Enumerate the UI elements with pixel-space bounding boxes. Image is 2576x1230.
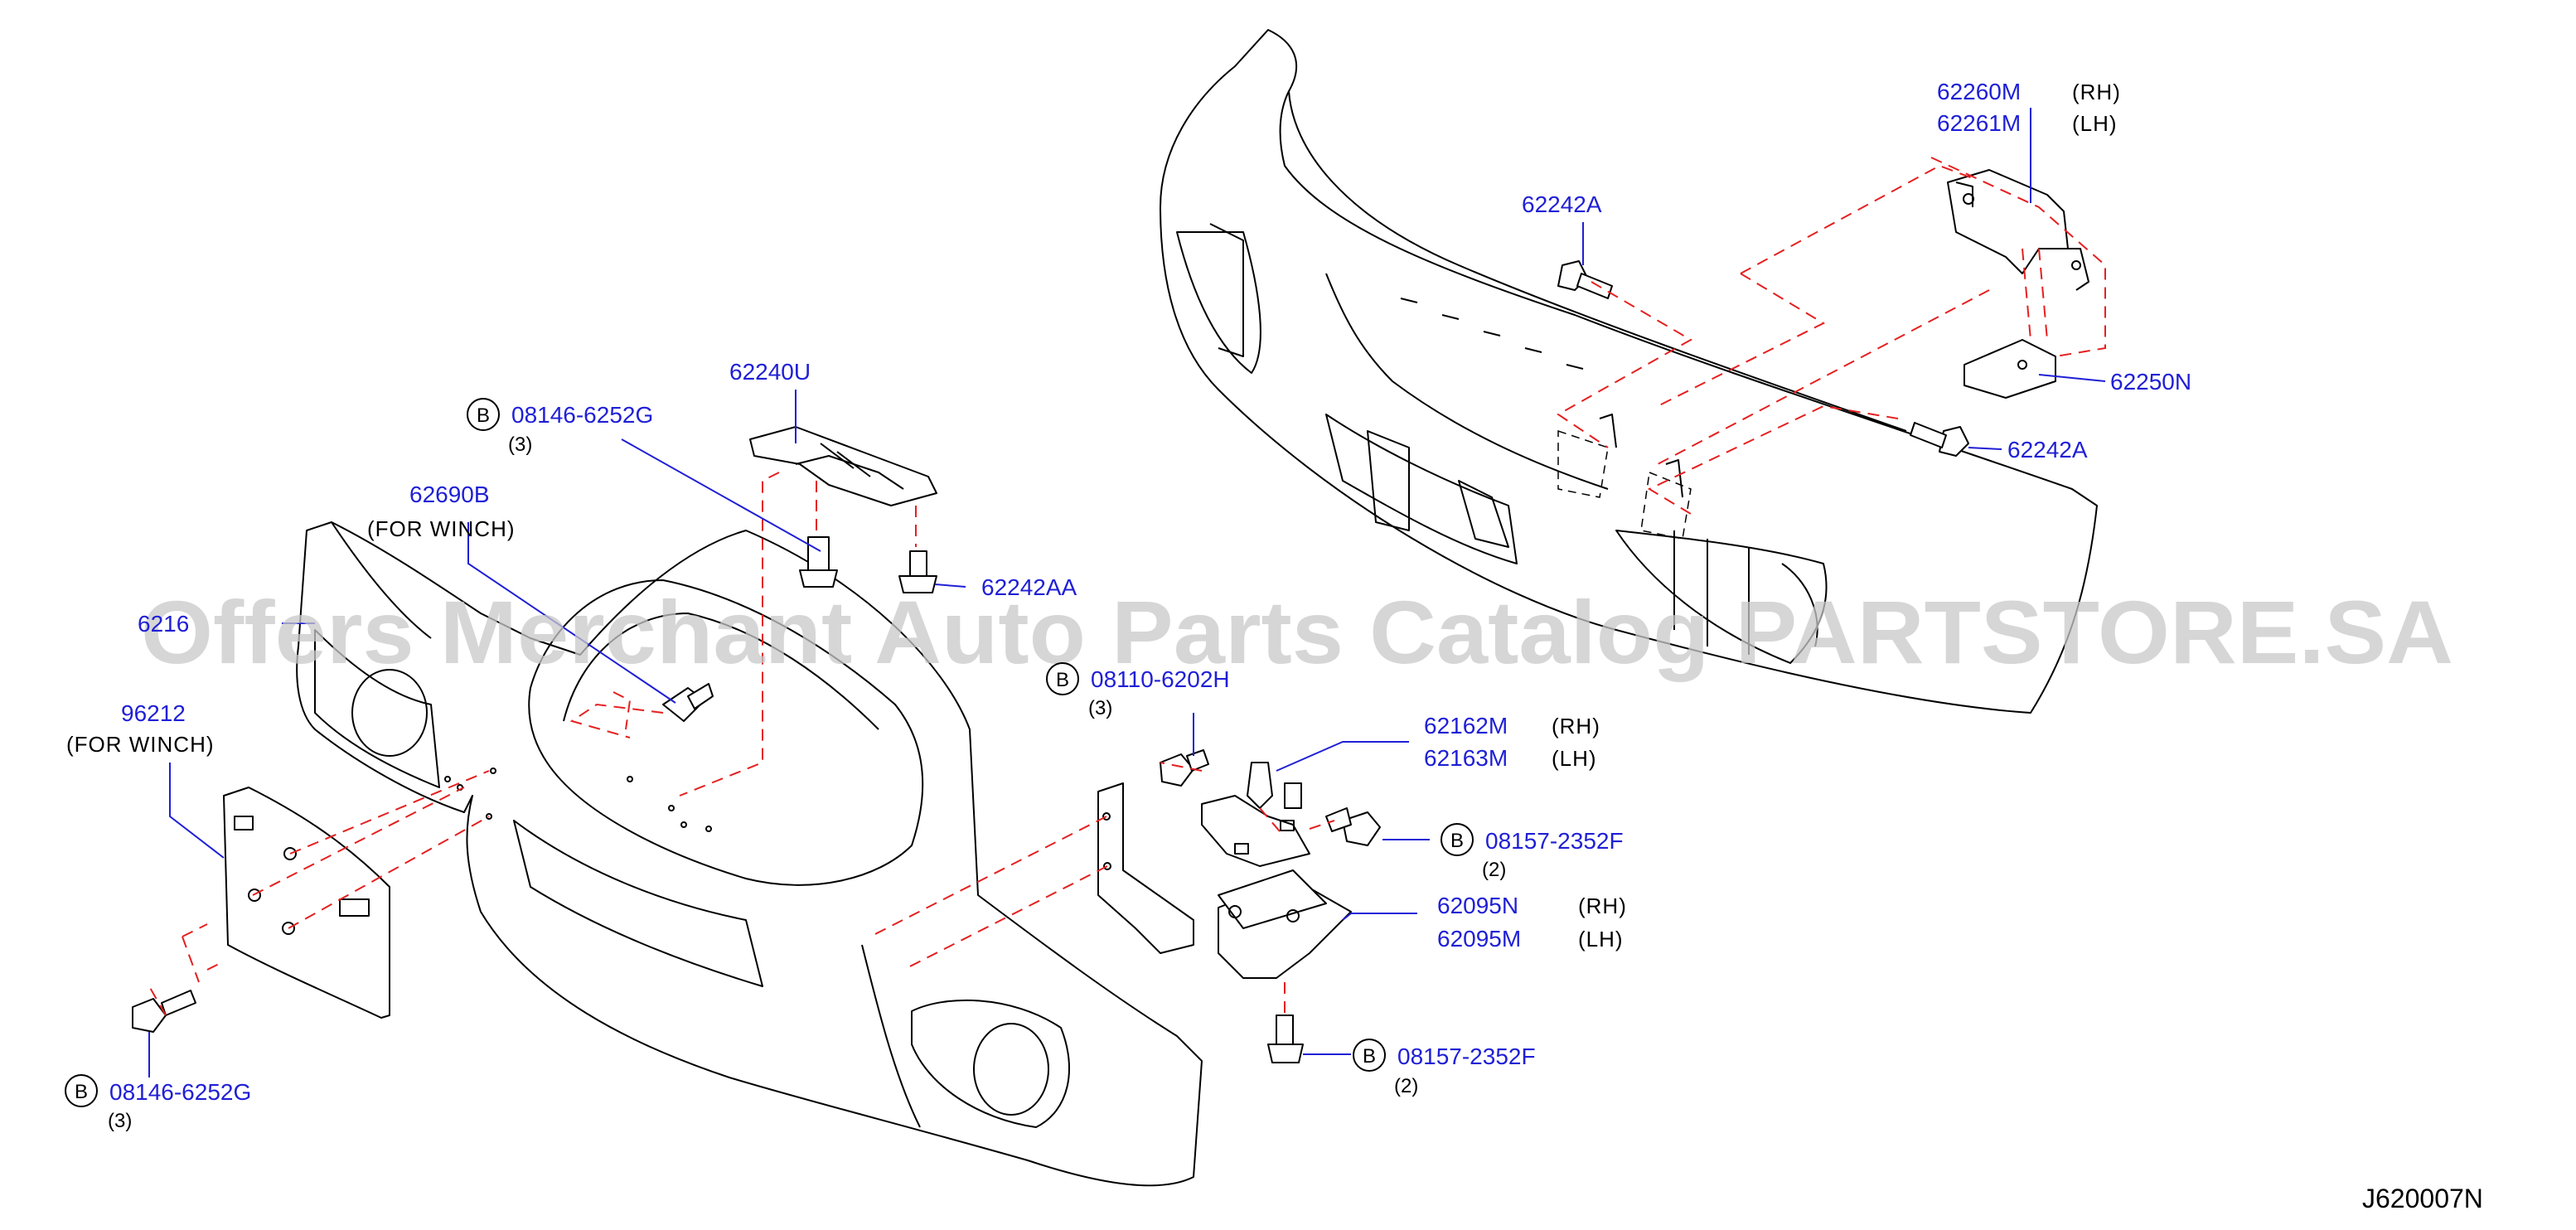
part-label-08157-2352F-b[interactable]: 08157-2352F [1397, 1044, 1536, 1069]
bracket-62240U [749, 426, 937, 506]
b-marker-label: B [477, 404, 490, 427]
b-marker-label: B [1363, 1045, 1376, 1068]
part-label-08157-2352F-a[interactable]: 08157-2352F [1485, 828, 1624, 854]
quantity-note: (3) [108, 1110, 132, 1132]
b-marker-label: B [1056, 669, 1069, 691]
part-label-62163M[interactable]: 62163M [1424, 745, 1508, 771]
bracket-62250N [1963, 339, 2056, 399]
b-marker [1046, 662, 1079, 695]
rh-note: (RH) [1552, 714, 1600, 738]
quantity-note: (3) [508, 433, 532, 456]
part-label-6216[interactable]: 6216 [138, 611, 189, 637]
quantity-note: (3) [1088, 697, 1112, 719]
part-label-62261M[interactable]: 62261M [1937, 110, 2021, 136]
part-label-62095M[interactable]: 62095M [1437, 926, 1521, 952]
bolt-08157-a [1325, 807, 1381, 846]
rh-note: (RH) [1578, 893, 1627, 918]
plate-bracket-96212 [223, 787, 390, 1019]
part-label-62690B[interactable]: 62690B [409, 482, 490, 507]
bolt-08157-b [1267, 1015, 1304, 1063]
for-winch-note: (FOR WINCH) [367, 516, 516, 541]
watermark: Offers Merchant Auto Parts Catalog PARTS… [141, 582, 2453, 682]
bolt-08110 [1160, 749, 1209, 787]
part-labels: 62260M (RH) 62261M (LH) 62242A 62250N 62… [65, 79, 2191, 1132]
bolt-08146-bottom [132, 990, 196, 1033]
rh-note: (RH) [2072, 80, 2121, 104]
upper-bumper-fascia [1160, 29, 2098, 714]
lh-note: (LH) [2072, 111, 2118, 136]
b-marker-label: B [1450, 830, 1464, 852]
part-label-96212[interactable]: 96212 [121, 700, 186, 726]
part-label-08110-6202H[interactable]: 08110-6202H [1091, 666, 1230, 692]
diagram-code: J620007N [2362, 1184, 2483, 1213]
lh-note: (LH) [1552, 746, 1597, 771]
b-marker [1441, 823, 1474, 856]
part-label-08146-6252G-bottom[interactable]: 08146-6252G [109, 1079, 251, 1105]
bolt-08146-top [799, 536, 838, 588]
b-marker-label: B [75, 1081, 88, 1103]
part-label-62240U[interactable]: 62240U [729, 359, 811, 385]
lh-note: (LH) [1578, 927, 1624, 952]
part-label-62095N[interactable]: 62095N [1437, 893, 1518, 918]
quantity-note: (2) [1482, 859, 1506, 881]
bolt-62242A-mid [1910, 422, 1969, 457]
part-label-62242A-mid[interactable]: 62242A [2007, 437, 2088, 462]
b-marker [1353, 1039, 1386, 1072]
part-label-62242AA[interactable]: 62242AA [981, 574, 1077, 600]
part-label-62250N[interactable]: 62250N [2110, 369, 2191, 395]
leader-lines [148, 108, 2106, 1077]
quantity-note: (2) [1394, 1075, 1418, 1097]
bolt-62242AA [898, 550, 937, 593]
for-winch-note: (FOR WINCH) [66, 732, 215, 757]
stay-bracket-assembly [1097, 762, 1352, 979]
grille-guard [296, 521, 1203, 1187]
bracket-62260M [1947, 169, 2089, 291]
bolt-62242A-top [1557, 260, 1613, 299]
assembly-lines [148, 157, 2106, 1016]
part-label-62242A-top[interactable]: 62242A [1522, 191, 1602, 217]
part-label-62162M[interactable]: 62162M [1424, 713, 1508, 738]
part-label-62260M[interactable]: 62260M [1937, 79, 2021, 104]
clip-62690B [662, 683, 714, 722]
b-marker [65, 1074, 98, 1107]
part-label-08146-6252G-top[interactable]: 08146-6252G [511, 402, 653, 428]
b-marker [467, 398, 500, 431]
